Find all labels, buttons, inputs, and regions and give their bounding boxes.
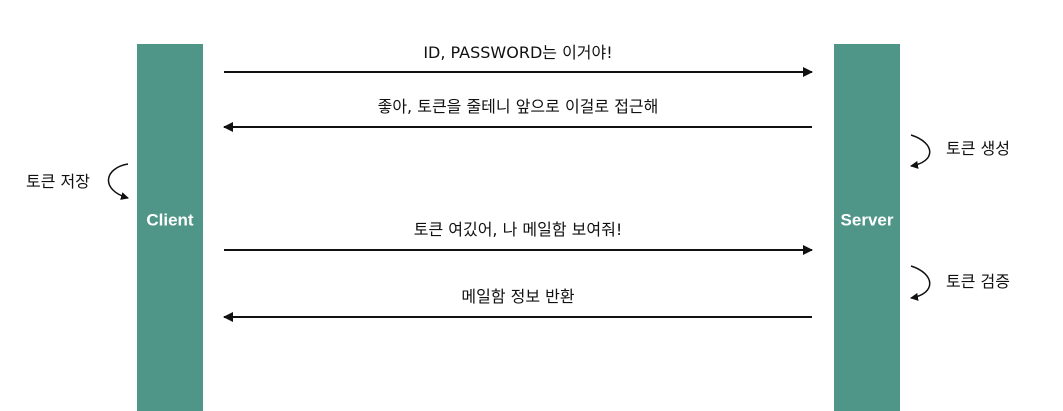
message-login-request: ID, PASSWORD는 이거야! — [423, 43, 613, 62]
message-token-request: 토큰 여깄어, 나 메일함 보여줘! — [413, 220, 623, 239]
note-token-save: 토큰 저장 — [26, 172, 90, 191]
message-mail-response: 메일함 정보 반환 — [461, 287, 575, 306]
server-lane — [834, 44, 900, 411]
client-label: Client — [146, 210, 194, 230]
client-lane — [137, 44, 203, 411]
note-token-create: 토큰 생성 — [946, 139, 1010, 158]
curve-arrow-token-verify — [910, 265, 931, 301]
message-token-response: 좋아, 토큰을 줄테니 앞으로 이걸로 접근해 — [377, 97, 659, 116]
server-label: Server — [840, 210, 894, 230]
curve-arrow-token-save — [107, 163, 129, 200]
note-token-verify: 토큰 검증 — [946, 272, 1010, 291]
curve-arrow-token-create — [910, 134, 931, 169]
